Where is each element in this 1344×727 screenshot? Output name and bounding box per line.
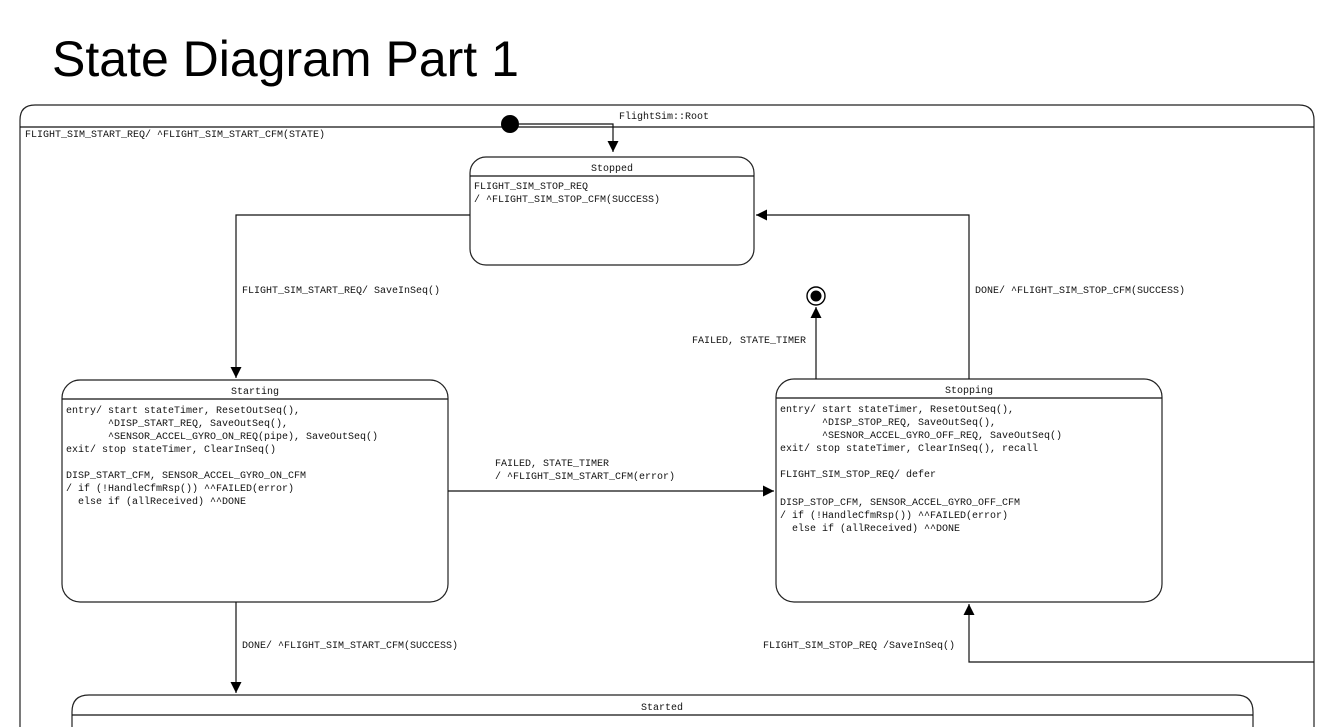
transition-stopped-to-starting: FLIGHT_SIM_START_REQ/ SaveInSeq() bbox=[230, 214, 470, 378]
page-title: State Diagram Part 1 bbox=[52, 31, 519, 87]
state-starting-name: Starting bbox=[231, 386, 279, 398]
state-stopping-body: entry/ start stateTimer, ResetOutSeq(), … bbox=[780, 404, 1062, 535]
final-pseudostate bbox=[806, 286, 826, 306]
transition-started-to-stopping: FLIGHT_SIM_STOP_REQ /SaveInSeq() bbox=[763, 604, 1314, 663]
transition-stopping-to-final: FAILED, STATE_TIMER bbox=[692, 307, 822, 379]
transition-label: FLIGHT_SIM_STOP_REQ /SaveInSeq() bbox=[763, 640, 955, 652]
transition-label: FAILED, STATE_TIMER bbox=[692, 336, 806, 347]
transition-label: / ^FLIGHT_SIM_START_CFM(error) bbox=[495, 471, 675, 483]
state-stopped-name: Stopped bbox=[591, 163, 633, 175]
state-started-name: Started bbox=[641, 702, 683, 714]
transition-stopping-to-stopped: DONE/ ^FLIGHT_SIM_STOP_CFM(SUCCESS) bbox=[756, 209, 1185, 379]
state-stopped[interactable]: Stopped FLIGHT_SIM_STOP_REQ / ^FLIGHT_SI… bbox=[469, 156, 755, 266]
transition-label: FAILED, STATE_TIMER bbox=[495, 459, 609, 470]
state-stopping-name: Stopping bbox=[945, 385, 993, 397]
transition-label: DONE/ ^FLIGHT_SIM_STOP_CFM(SUCCESS) bbox=[975, 285, 1185, 297]
transition-label: FLIGHT_SIM_START_REQ/ SaveInSeq() bbox=[242, 285, 440, 297]
state-stopping[interactable]: Stopping entry/ start stateTimer, ResetO… bbox=[0, 0, 1163, 603]
transition-starting-to-stopping: FAILED, STATE_TIMER / ^FLIGHT_SIM_START_… bbox=[448, 459, 774, 497]
state-starting[interactable]: Starting entry/ start stateTimer, ResetO… bbox=[0, 0, 449, 603]
root-state-name: FlightSim::Root bbox=[619, 111, 709, 123]
state-started[interactable]: Started bbox=[71, 694, 1254, 727]
state-stopped-body: FLIGHT_SIM_STOP_REQ / ^FLIGHT_SIM_STOP_C… bbox=[474, 182, 660, 206]
initial-pseudostate bbox=[501, 115, 619, 152]
root-internal-transition: FLIGHT_SIM_START_REQ/ ^FLIGHT_SIM_START_… bbox=[25, 129, 325, 141]
state-starting-body: entry/ start stateTimer, ResetOutSeq(), … bbox=[0, 0, 420, 508]
transition-label: DONE/ ^FLIGHT_SIM_START_CFM(SUCCESS) bbox=[242, 640, 458, 652]
transition-starting-to-started: DONE/ ^FLIGHT_SIM_START_CFM(SUCCESS) bbox=[230, 602, 458, 693]
